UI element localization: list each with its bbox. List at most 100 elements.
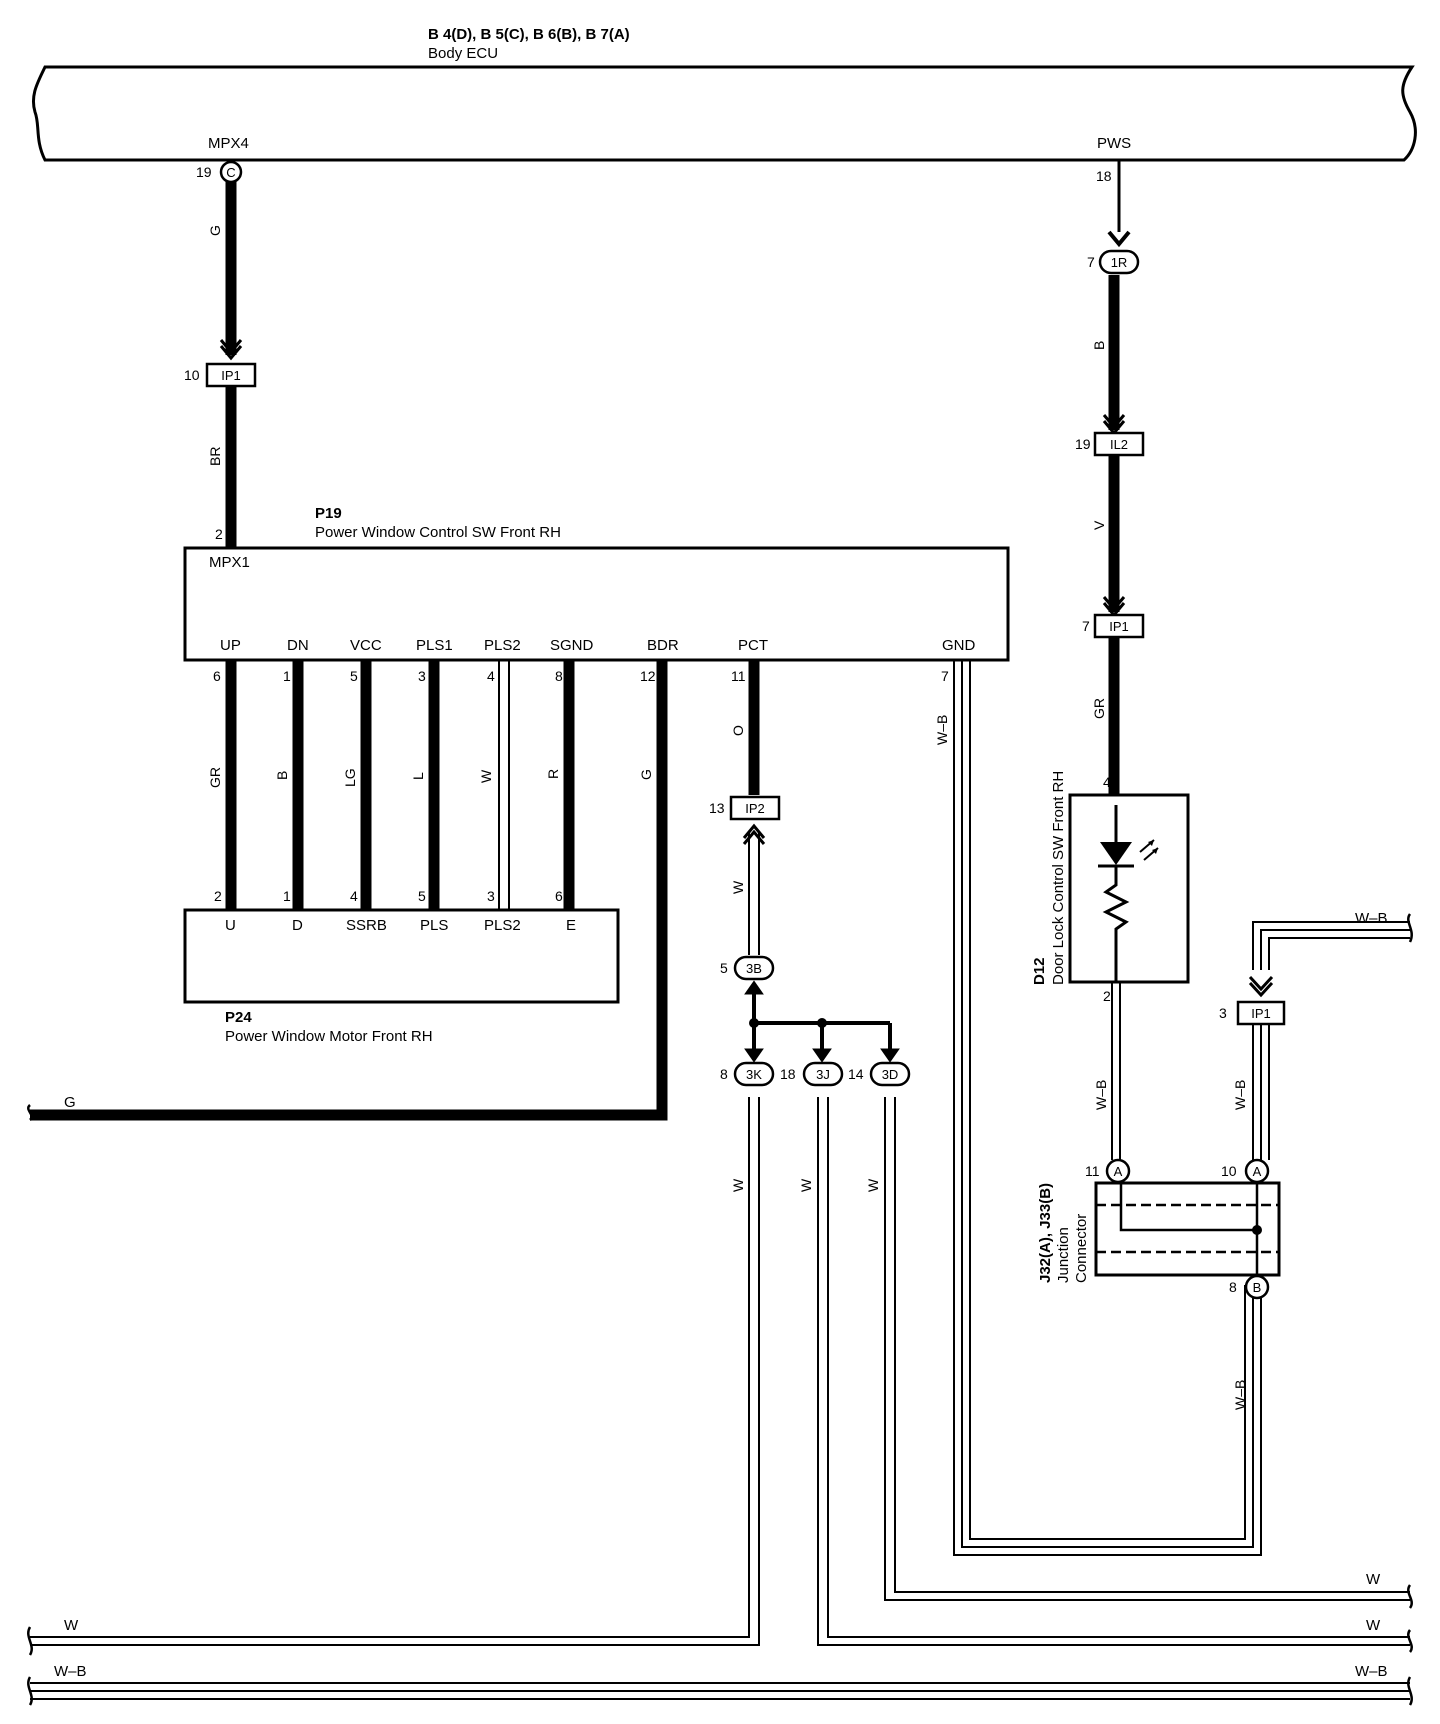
ecu-terminal-pws: PWS bbox=[1097, 135, 1131, 152]
p19-terminal-vcc: VCC bbox=[350, 637, 382, 654]
connector-c bbox=[219, 160, 243, 184]
wire-label-3d: W bbox=[865, 1178, 881, 1192]
junction-line2: Connector bbox=[1073, 1214, 1090, 1283]
p24-pin-e: 6 bbox=[555, 888, 563, 904]
connector-3k-pin: 8 bbox=[720, 1066, 728, 1082]
p19-pin-bdr: 12 bbox=[640, 668, 656, 684]
connector-ip1-a-id: IP1 bbox=[221, 368, 241, 383]
p24-pin-d: 1 bbox=[283, 888, 291, 904]
p19-name: Power Window Control SW Front RH bbox=[315, 524, 561, 541]
p19-code: P19 bbox=[315, 505, 342, 522]
p19-top-pin: 2 bbox=[215, 526, 223, 542]
p19-pin-pct: 11 bbox=[731, 668, 746, 684]
p19-component: P19 Power Window Control SW Front RH MPX… bbox=[183, 505, 1010, 684]
ecu-pws-pin: 18 bbox=[1096, 168, 1112, 184]
p19-pin-sgnd: 8 bbox=[555, 668, 563, 684]
wire-label-bus-w-right-1: W bbox=[1366, 1571, 1381, 1588]
p24-component: P24 Power Window Motor Front RH 2 1 4 5 … bbox=[183, 888, 620, 1045]
connector-ip1-a-pin: 10 bbox=[184, 367, 200, 383]
connector-3b-pin: 5 bbox=[720, 960, 728, 976]
thick-wires bbox=[30, 180, 1120, 1121]
p19-pin-vcc: 5 bbox=[350, 668, 358, 684]
connector-3k-id: 3K bbox=[746, 1067, 762, 1082]
connector-jb-pin: 8 bbox=[1229, 1279, 1237, 1295]
p19-pin-up: 6 bbox=[213, 668, 221, 684]
p19-terminal-sgnd: SGND bbox=[550, 637, 594, 654]
p19-terminal-dn: DN bbox=[287, 637, 309, 654]
junction-line1: Junction bbox=[1055, 1227, 1072, 1283]
wire-label-il2: V bbox=[1091, 520, 1107, 530]
wire-label-right-top: W–B bbox=[1355, 910, 1388, 927]
wire-label-bus-wb-right: W–B bbox=[1355, 1663, 1388, 1680]
wire-label-mpx4: G bbox=[207, 225, 223, 236]
connector-il2-id: IL2 bbox=[1110, 437, 1128, 452]
p19-pin-pls2: 4 bbox=[487, 668, 495, 684]
connector-1r-id: 1R bbox=[1111, 255, 1128, 270]
wire-color-labels: G BR B V GR GR B LG L W R G O W–B W W W … bbox=[207, 225, 1248, 1410]
wire-label-pws: B bbox=[1091, 341, 1107, 350]
body-ecu: B 4(D), B 5(C), B 6(B), B 7(A) Body ECU … bbox=[31, 26, 1417, 162]
p19-pin-dn: 1 bbox=[283, 668, 291, 684]
d12-component: 4 2 D12 Door Lock Control SW Front RH bbox=[1031, 771, 1190, 1004]
wire-label-vcc: LG bbox=[342, 768, 358, 787]
connector-ip2-pin: 13 bbox=[709, 800, 725, 816]
wire-label-bus-w-right-2: W bbox=[1366, 1617, 1381, 1634]
connector-jb-id: B bbox=[1253, 1280, 1262, 1295]
p19-terminal-pls1: PLS1 bbox=[416, 637, 453, 654]
p24-pin-pls: 5 bbox=[418, 888, 426, 904]
d12-name: Door Lock Control SW Front RH bbox=[1050, 771, 1067, 985]
wire-label-ip1-j: W–B bbox=[1232, 1080, 1248, 1110]
junction-connector: J32(A), J33(B) Junction Connector bbox=[1037, 1181, 1281, 1283]
connector-ip1-c-pin: 3 bbox=[1219, 1005, 1227, 1021]
wire-label-bdr-left: G bbox=[64, 1094, 76, 1111]
connector-ip1-b-pin: 7 bbox=[1082, 618, 1090, 634]
p24-name: Power Window Motor Front RH bbox=[225, 1028, 433, 1045]
junction-codes: J32(A), J33(B) bbox=[1037, 1183, 1054, 1283]
connector-ja1-pin: 11 bbox=[1085, 1163, 1100, 1179]
d12-code: D12 bbox=[1031, 957, 1048, 985]
wire-label-gnd: W–B bbox=[934, 715, 950, 745]
connector-ip1-c-id: IP1 bbox=[1251, 1006, 1271, 1021]
connector-3j-pin: 18 bbox=[780, 1066, 796, 1082]
arrows bbox=[219, 230, 1274, 1063]
connector-3d-pin: 14 bbox=[848, 1066, 864, 1082]
wire-label-ip2: W bbox=[730, 880, 746, 894]
p19-pin-gnd: 7 bbox=[941, 668, 949, 684]
wire-label-pct: O bbox=[730, 725, 746, 736]
p19-terminal-pct: PCT bbox=[738, 637, 768, 654]
ecu-mpx4-conn: C bbox=[226, 165, 235, 180]
connector-il2-pin: 19 bbox=[1075, 436, 1091, 452]
connector-3j-id: 3J bbox=[816, 1067, 830, 1082]
p24-pin-u: 2 bbox=[214, 888, 222, 904]
connector-3d-id: 3D bbox=[882, 1067, 899, 1082]
p24-terminal-e: E bbox=[566, 917, 576, 934]
p24-terminal-u: U bbox=[225, 917, 236, 934]
p19-terminal-gnd: GND bbox=[942, 637, 976, 654]
d12-pin-top: 4 bbox=[1103, 774, 1111, 790]
wire-label-pls1: L bbox=[410, 772, 426, 780]
ecu-connectors-label: B 4(D), B 5(C), B 6(B), B 7(A) bbox=[428, 26, 630, 43]
p24-terminal-pls: PLS bbox=[420, 917, 448, 934]
ecu-terminal-mpx4: MPX4 bbox=[208, 135, 249, 152]
wire-label-j-b: W–B bbox=[1232, 1380, 1248, 1410]
p24-pin-pls2: 3 bbox=[487, 888, 495, 904]
p19-terminal-up: UP bbox=[220, 637, 241, 654]
wire-label-3j: W bbox=[798, 1178, 814, 1192]
connector-ja2-id: A bbox=[1253, 1164, 1262, 1179]
p24-terminal-ssrb: SSRB bbox=[346, 917, 387, 934]
wire-label-dn: B bbox=[274, 771, 290, 780]
d12-pin-bottom: 2 bbox=[1103, 988, 1111, 1004]
connector-ip2-id: IP2 bbox=[745, 801, 765, 816]
wire-label-ip1-p19: BR bbox=[207, 447, 223, 466]
break-marks bbox=[27, 913, 1413, 1706]
p24-terminal-pls2: PLS2 bbox=[484, 917, 521, 934]
led-icon bbox=[1100, 842, 1132, 865]
connector-labels: C 19 18 IP1 10 1R 7 IL2 19 IP1 7 IP2 13 … bbox=[184, 160, 1286, 1300]
wire-label-ip1-d12: GR bbox=[1091, 698, 1107, 719]
p19-top-terminal: MPX1 bbox=[209, 554, 250, 571]
wire-label-d12-j: W–B bbox=[1093, 1080, 1109, 1110]
wire-label-up: GR bbox=[207, 767, 223, 788]
wire-label-3k: W bbox=[730, 1178, 746, 1192]
ecu-name: Body ECU bbox=[428, 45, 498, 62]
